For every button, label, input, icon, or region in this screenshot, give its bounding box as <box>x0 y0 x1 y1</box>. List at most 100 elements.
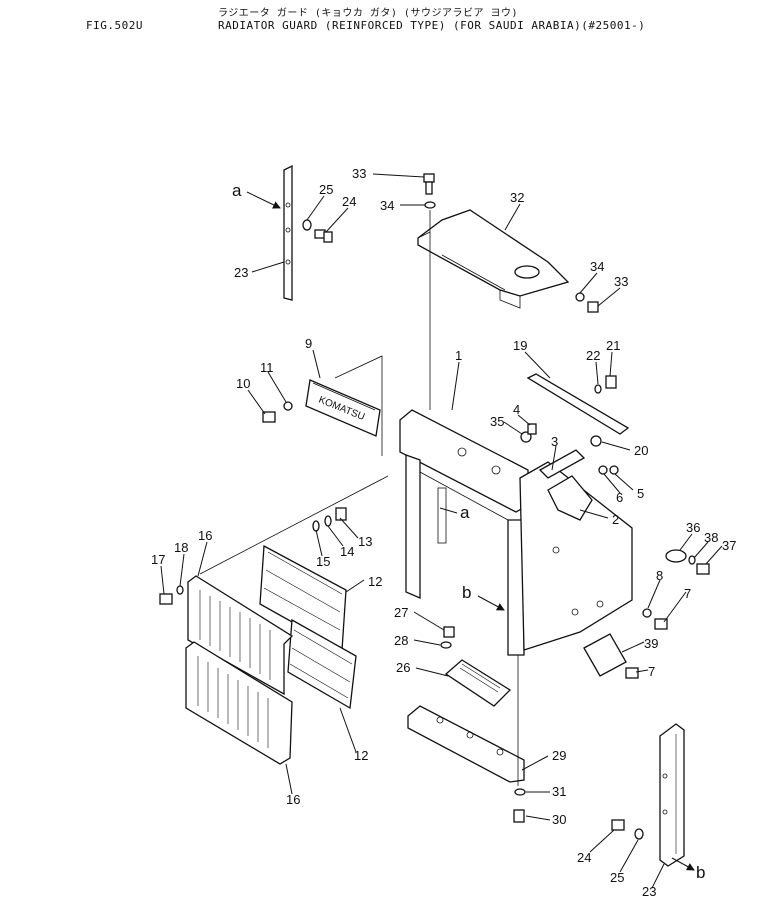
top-cover-32 <box>417 209 570 309</box>
callout-9: 9 <box>305 336 312 351</box>
washer-6 <box>598 465 608 475</box>
callout-16: 16 <box>286 792 300 807</box>
washer-25-lower <box>634 828 644 840</box>
callout-12: 12 <box>354 748 368 763</box>
main-frame-1 <box>399 409 633 656</box>
callout-35: 35 <box>490 414 504 429</box>
callout-11: 11 <box>260 360 274 375</box>
figure-title: RADIATOR GUARD (REINFORCED TYPE) (FOR SA… <box>218 19 646 32</box>
callout-18: 18 <box>174 540 188 555</box>
figure-header: ラジエータ ガード (キョウカ ガタ) (サウジアラビア ヨウ) FIG.502… <box>0 0 779 40</box>
callout-4: 4 <box>513 402 520 417</box>
washer-31 <box>514 788 526 796</box>
callout-8: 8 <box>656 568 663 583</box>
callout-22: 22 <box>586 348 600 363</box>
cover-plate-39 <box>583 633 627 677</box>
washer-11 <box>283 401 293 411</box>
callout-ref-a: a <box>232 181 242 200</box>
callout-37: 37 <box>722 538 736 553</box>
callout-30: 30 <box>552 812 566 827</box>
bolt-24-upper <box>314 229 333 243</box>
callout-39: 39 <box>644 636 658 651</box>
base-plate-29 <box>407 705 525 783</box>
washer-15 <box>312 520 320 532</box>
bolt-37 <box>696 563 710 575</box>
callout-23: 23 <box>642 884 656 898</box>
callout-5: 5 <box>637 486 644 501</box>
callout-2: 2 <box>612 512 619 527</box>
grille-16-lower <box>185 641 293 765</box>
callout-36: 36 <box>686 520 700 535</box>
screen-12-lower <box>287 618 357 710</box>
callout-33: 33 <box>352 166 366 181</box>
callout-38: 38 <box>704 530 718 545</box>
callout-16: 16 <box>198 528 212 543</box>
cover-3 <box>538 449 586 479</box>
callout-24: 24 <box>342 194 356 209</box>
bolt-17 <box>159 593 173 605</box>
bolt-30 <box>513 809 525 823</box>
callout-23: 23 <box>234 265 248 280</box>
bolt-13 <box>335 507 347 521</box>
callout-12: 12 <box>368 574 382 589</box>
bolt-21 <box>605 375 617 389</box>
callout-19: 19 <box>513 338 527 353</box>
bracket-26 <box>444 659 512 707</box>
washer-34-top <box>424 201 436 209</box>
washer-8 <box>642 608 652 618</box>
callout-26: 26 <box>396 660 410 675</box>
bolt-7-lower <box>625 667 639 679</box>
bolt-33-right <box>575 292 599 313</box>
callout-20: 20 <box>634 443 648 458</box>
bolt-33-top <box>423 173 435 195</box>
callout-34: 34 <box>380 198 394 213</box>
gasket-36 <box>665 549 687 563</box>
grille-16-upper <box>187 575 294 696</box>
nut-5 <box>609 465 619 475</box>
washer-25-upper <box>302 219 312 231</box>
bolt-24-lower <box>611 819 625 831</box>
callout-ref-b: b <box>462 583 471 602</box>
callout-13: 13 <box>358 534 372 549</box>
callout-25: 25 <box>319 182 333 197</box>
callout-7: 7 <box>684 586 691 601</box>
nameplate-9: KOMATSU <box>305 379 381 437</box>
side-plate-23-lower <box>659 723 685 867</box>
callout-33: 33 <box>614 274 628 289</box>
callout-34: 34 <box>590 259 604 274</box>
callout-31: 31 <box>552 784 566 799</box>
figure-number: FIG.502U <box>86 19 143 32</box>
japanese-subtitle: ラジエータ ガード (キョウカ ガタ) (サウジアラビア ヨウ) <box>218 8 518 19</box>
washer-14 <box>324 515 332 527</box>
nut-20 <box>590 435 602 447</box>
leader-lines <box>160 173 723 889</box>
callout-ref-b: b <box>696 863 705 882</box>
washer-18 <box>176 585 184 595</box>
bolt-27 <box>443 626 455 638</box>
callout-1: 1 <box>455 348 462 363</box>
callout-17: 17 <box>151 552 165 567</box>
side-plate-23-upper <box>283 164 293 301</box>
callout-25: 25 <box>610 870 624 885</box>
callout-6: 6 <box>616 490 623 505</box>
callout-7: 7 <box>648 664 655 679</box>
callout-24: 24 <box>577 850 591 865</box>
plate-2 <box>547 475 593 521</box>
callout-3: 3 <box>551 434 558 449</box>
washer-28 <box>440 641 452 649</box>
callout-21: 21 <box>606 338 620 353</box>
bolt-10 <box>262 411 276 423</box>
washer-38 <box>688 555 696 565</box>
bracket-19 <box>526 373 630 435</box>
callout-27: 27 <box>394 605 408 620</box>
callout-ref-a: a <box>460 503 470 522</box>
callout-32: 32 <box>510 190 524 205</box>
callout-15: 15 <box>316 554 330 569</box>
callout-labels: 33 34 32 34 33 25 24 23 a 9 11 10 1 19 2… <box>151 166 736 898</box>
callout-10: 10 <box>236 376 250 391</box>
bolt-7-upper <box>654 618 668 630</box>
bolt-4 <box>527 423 537 435</box>
callout-14: 14 <box>340 544 354 559</box>
callout-29: 29 <box>552 748 566 763</box>
